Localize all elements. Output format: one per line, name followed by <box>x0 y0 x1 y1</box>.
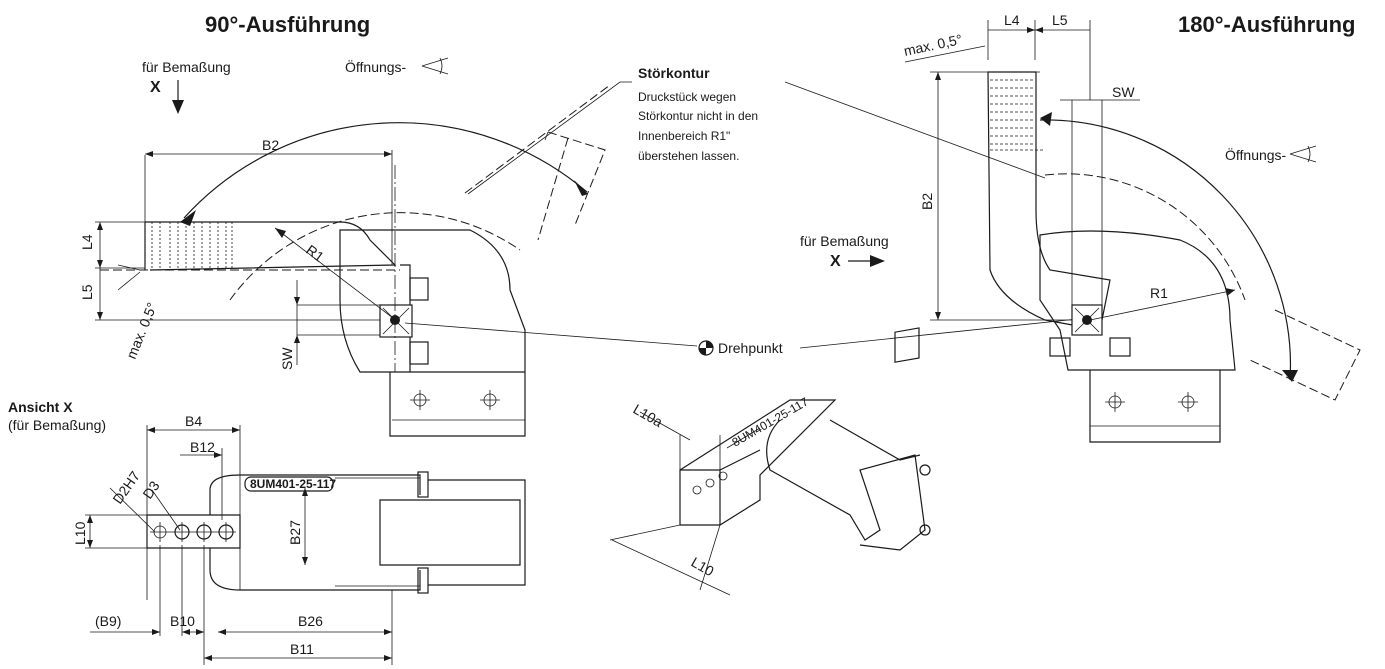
dim-b26-text: B26 <box>298 613 323 629</box>
dim-b9-text: (B9) <box>95 613 121 629</box>
dashed-arc-left <box>229 212 521 301</box>
dashed-arc-right <box>1044 173 1246 301</box>
dim-l10-left-text: L10 <box>72 521 88 545</box>
oeffnungs-label-right: Öffnungs- <box>1225 146 1287 163</box>
isometric-view: 8UM401-25-117 L10a L10 <box>609 327 931 596</box>
dim-l10a-text: L10a <box>631 401 666 431</box>
fuer-bemassung-label-right: für Bemaßung <box>800 233 889 249</box>
clamp-body-left <box>339 229 526 373</box>
fork-arms <box>209 474 421 591</box>
iso-part-number: 8UM401-25-117 <box>730 394 812 449</box>
dim-l10-left <box>85 514 147 549</box>
view-ansicht-x: Ansicht X (für Bemaßung) B4 B12 D2H7 D3 … <box>8 399 526 665</box>
view-x-arrowhead-left <box>172 100 184 114</box>
dim-b12 <box>180 448 223 520</box>
dim-b4 <box>146 425 241 600</box>
dim-r1-right-text: R1 <box>1150 285 1168 301</box>
part-label-plate <box>244 476 334 492</box>
ansicht-x-title: Ansicht X <box>8 399 73 415</box>
clamp-arm-right <box>987 71 1111 331</box>
view-x-label-left: X <box>150 79 161 96</box>
opening-arc-left <box>183 122 588 219</box>
view-x-arrow-right <box>870 255 885 267</box>
clamp-arm-left <box>145 221 397 271</box>
dim-l5-left-text: L5 <box>79 284 95 300</box>
base-left <box>389 372 526 437</box>
opening-angle-symbol-left <box>421 57 449 75</box>
dim-l10a <box>639 411 721 470</box>
stoerkontur-line-3: Innenbereich R1" <box>638 129 730 143</box>
dim-b10-text: B10 <box>170 613 195 629</box>
hatched-pad-left <box>151 222 233 268</box>
hatched-pad-right <box>990 79 1044 151</box>
dim-b11-text: B11 <box>290 641 314 657</box>
iso-body <box>766 419 926 551</box>
dim-r1-left-text: R1 <box>303 241 327 265</box>
dim-max-left-text: max. 0,5° <box>123 300 160 361</box>
oeffnungs-label-left: Öffnungs- <box>345 58 407 75</box>
dim-b12-text: B12 <box>190 439 215 455</box>
view-180-deg: L4 L5 max. 0,5° B2 SW <box>800 12 1361 443</box>
view-90-deg: für Bemaßung X Öffnungs- B2 <box>79 57 611 437</box>
dim-l4-right-text: L4 <box>1004 12 1020 28</box>
clamp-body-right <box>1039 230 1236 371</box>
opening-arc-right <box>1039 119 1292 381</box>
part-number-text: 8UM401-25-117 <box>250 477 336 491</box>
dim-sw-right-text: SW <box>1112 84 1135 100</box>
dim-l4-left-text: L4 <box>79 234 95 250</box>
dim-sw-left-text: SW <box>279 347 295 370</box>
dim-d3-text: D3 <box>139 478 162 502</box>
bottom-dim-lines <box>90 631 392 659</box>
dim-l10-iso <box>609 524 731 596</box>
dim-b2-right <box>930 71 1075 321</box>
stoerkontur-line-1: Druckstück wegen <box>638 90 736 104</box>
iso-arm <box>679 399 837 526</box>
fuer-bemassung-label-left: für Bemaßung <box>142 59 231 75</box>
view-x-label-right: X <box>830 253 841 270</box>
dim-r1-left <box>274 227 394 319</box>
title-180: 180°-Ausführung <box>1178 12 1355 37</box>
ansicht-x-subtitle: (für Bemaßung) <box>8 417 106 433</box>
callouts: Störkontur Druckstück wegen Störkontur n… <box>404 65 1088 356</box>
stoerkontur-title: Störkontur <box>638 65 710 81</box>
fork-body <box>428 479 526 586</box>
dim-b4-text: B4 <box>185 413 202 429</box>
stoerkontur-line-4: überstehen lassen. <box>638 149 739 163</box>
dim-l4-l5-right <box>987 20 1091 100</box>
base-right <box>1089 370 1221 443</box>
dim-b2-left-text: B2 <box>262 137 279 153</box>
dim-b2-left <box>144 150 393 265</box>
drehpunkt-label: Drehpunkt <box>718 340 783 356</box>
dim-b2-right-text: B2 <box>919 193 935 210</box>
dim-l4-l5-left <box>95 221 380 321</box>
dim-sw-left <box>296 280 380 365</box>
dim-r1-right <box>1089 289 1236 321</box>
dim-l5-right-text: L5 <box>1052 12 1068 28</box>
dim-l10-iso-text: L10 <box>689 554 717 580</box>
dim-d2h7-text: D2H7 <box>109 468 143 507</box>
dim-max-right-text: max. 0,5° <box>902 31 963 59</box>
stoerkontur-line-2: Störkontur nicht in den <box>638 109 758 123</box>
dim-sw-right <box>1060 99 1140 320</box>
title-90: 90°-Ausführung <box>205 12 370 37</box>
dim-b27-text: B27 <box>287 520 303 545</box>
